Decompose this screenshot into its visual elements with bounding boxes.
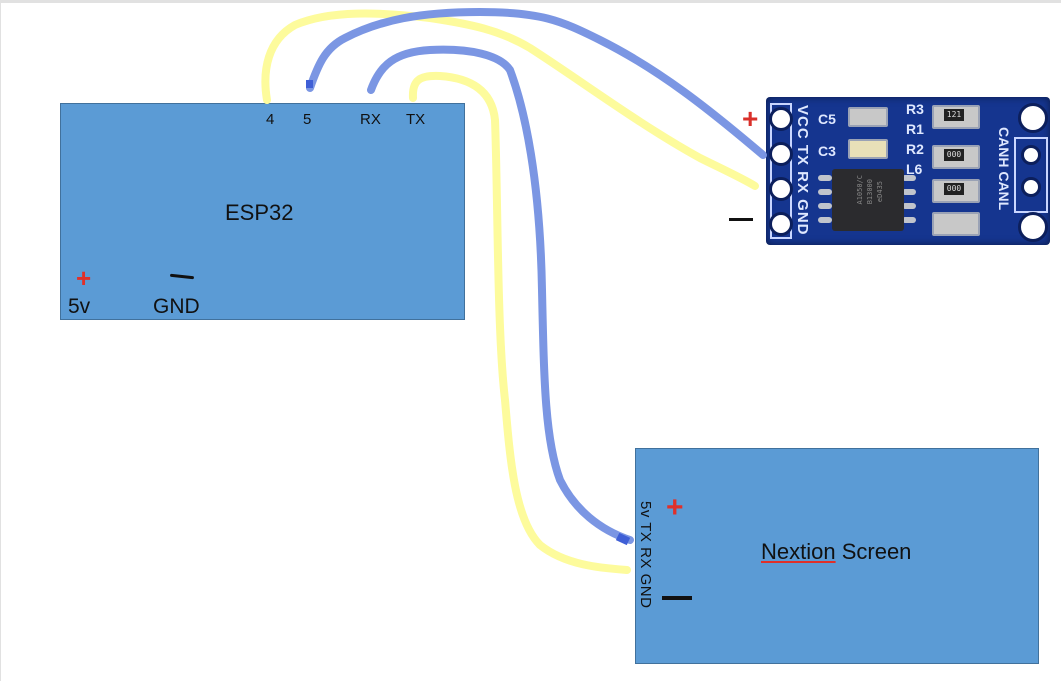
top-border — [0, 0, 1061, 3]
nextion-title: Nextion Screen — [761, 539, 911, 565]
chip-leg — [902, 175, 916, 181]
left-border — [0, 0, 1, 681]
can-minus-icon — [729, 218, 753, 221]
capacitor-c3 — [848, 139, 888, 159]
esp32-5v-label: 5v — [68, 295, 91, 318]
chip-leg — [902, 217, 916, 223]
vcc-pin-hole[interactable] — [769, 107, 793, 131]
nextion-title-word1: Nextion — [761, 539, 836, 564]
chip-leg — [902, 189, 916, 195]
resistor-r2: 000 — [932, 145, 980, 169]
silk-c5: C5 — [818, 111, 836, 127]
can-transceiver-module[interactable]: VCC TX RX GND C5 C3 R3 R1 R2 L6 121 000 … — [766, 97, 1050, 245]
esp32-pin-5-label: 5 — [303, 111, 312, 128]
gnd-pin-hole[interactable] — [769, 212, 793, 236]
transceiver-chip: A1050/C B13000 eD435 — [832, 169, 904, 231]
chip-marking: A1050/C — [856, 175, 865, 205]
resistor-code: 000 — [944, 149, 964, 161]
tx-pin-hole[interactable] — [769, 142, 793, 166]
chip-leg — [818, 203, 832, 209]
capacitor-c5 — [848, 107, 888, 127]
inductor-l6 — [932, 212, 980, 236]
pin-header-outline — [770, 103, 792, 239]
esp32-gnd-label: GND — [153, 295, 200, 318]
esp32-pin-rx-label: RX — [360, 111, 381, 128]
resistor-r3: 121 — [932, 105, 980, 129]
silk-l6: L6 — [906, 161, 923, 177]
mount-hole — [1018, 212, 1048, 242]
wire-end-cap — [615, 532, 631, 546]
can-plus-icon: + — [742, 103, 759, 134]
silk-r1: R1 — [906, 121, 924, 137]
wire-end-cap — [306, 80, 313, 88]
chip-marking: B13000 — [866, 179, 875, 204]
chip-leg — [818, 175, 832, 181]
chip-text-line: eD435 — [876, 181, 884, 203]
esp32-title: ESP32 — [225, 200, 294, 225]
silk-c3: C3 — [818, 143, 836, 159]
plus-icon: + — [76, 263, 92, 293]
minus-icon — [169, 273, 195, 280]
esp32-board[interactable]: 4 5 RX TX ESP32 + 5v GND — [60, 103, 465, 320]
esp32-pin-tx-label: TX — [406, 111, 426, 128]
minus-icon — [662, 596, 692, 600]
esp32-pin-4-label: 4 — [266, 111, 275, 128]
nextion-pin-labels: 5v TX RX GND — [637, 501, 654, 609]
can-right-pin-labels: CANH CANL — [996, 127, 1012, 211]
chip-leg — [818, 217, 832, 223]
canh-pin-hole[interactable] — [1021, 145, 1041, 165]
silk-r3: R3 — [906, 101, 924, 117]
rx-pin-hole[interactable] — [769, 177, 793, 201]
chip-text-line: B13000 — [866, 179, 874, 205]
chip-marking: eD435 — [876, 181, 885, 202]
chip-leg — [818, 189, 832, 195]
silk-r2: R2 — [906, 141, 924, 157]
chip-leg — [902, 203, 916, 209]
chip-text-line: A1050/C — [856, 175, 864, 205]
mount-hole — [1018, 103, 1048, 133]
nextion-title-word2: Screen — [835, 539, 912, 564]
resistor-code: 121 — [944, 109, 964, 121]
nextion-screen-board[interactable]: 5v TX RX GND + Nextion Screen — [635, 448, 1039, 664]
resistor-r1: 000 — [932, 179, 980, 203]
canl-pin-hole[interactable] — [1021, 177, 1041, 197]
resistor-code: 000 — [944, 183, 964, 195]
plus-icon: + — [666, 491, 684, 524]
can-left-pin-labels: VCC TX RX GND — [794, 105, 811, 236]
